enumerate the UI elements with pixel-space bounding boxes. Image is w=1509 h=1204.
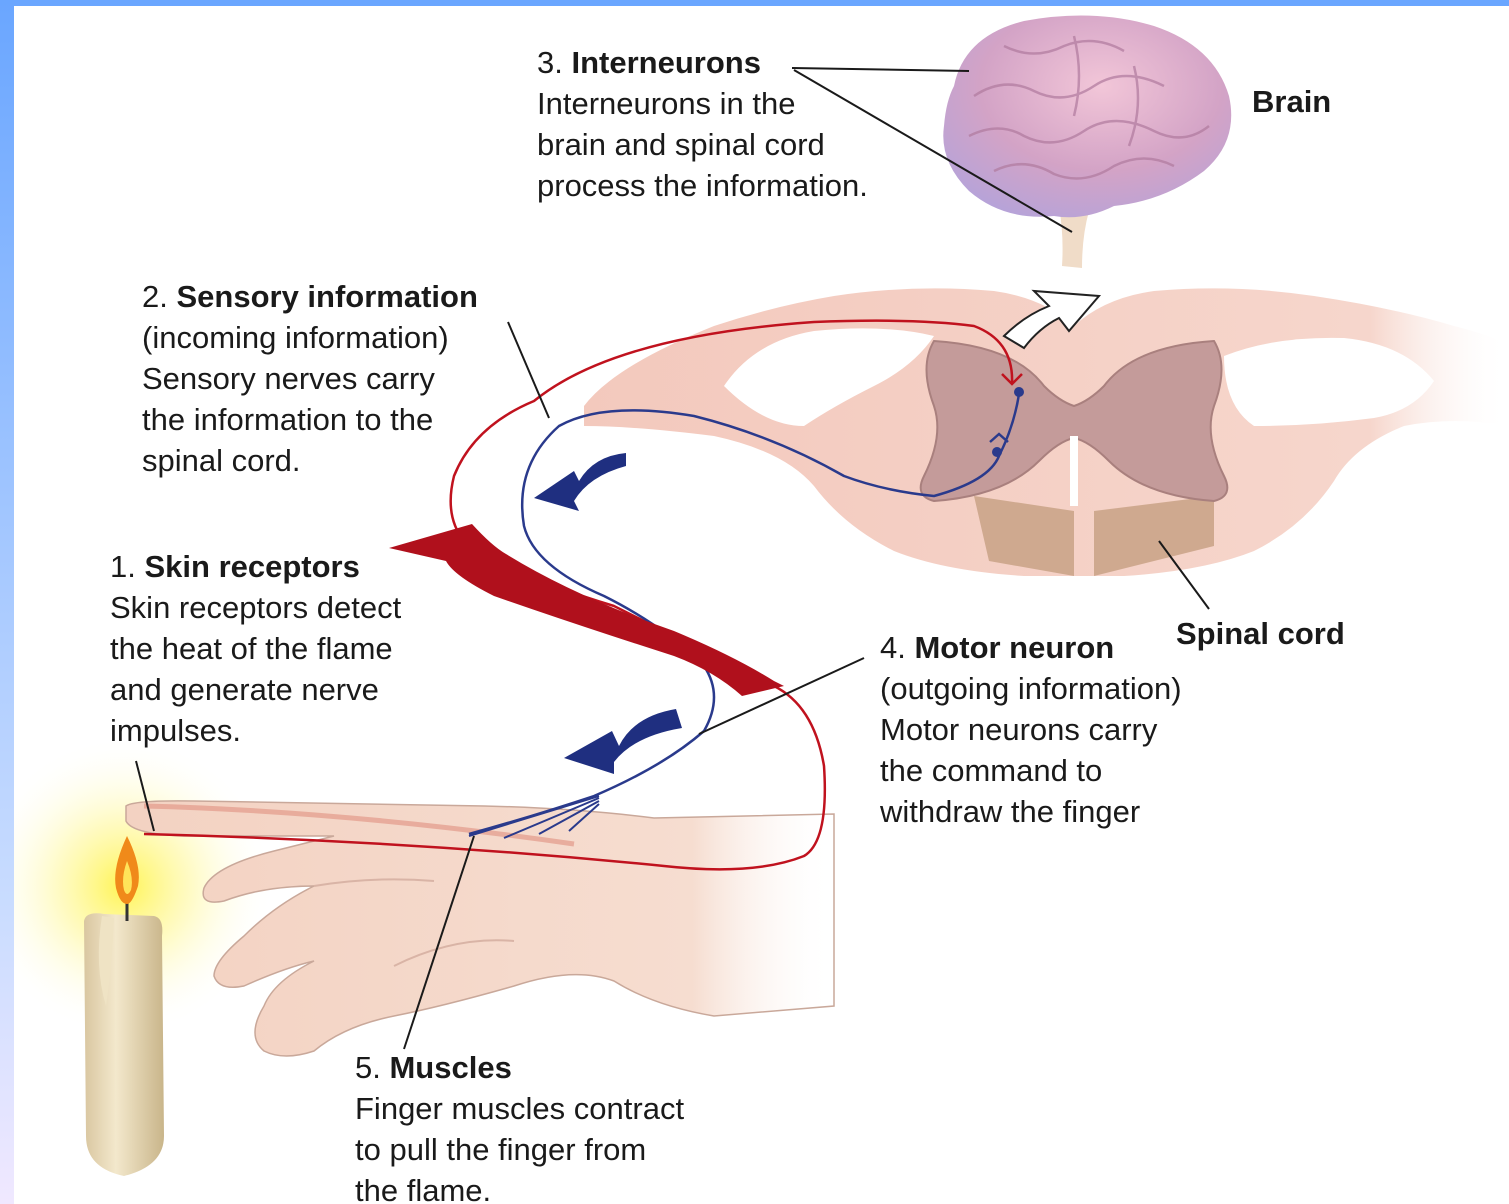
step-number: 2. — [142, 279, 168, 314]
step-title: Interneurons — [571, 45, 760, 80]
motor-arrow-lower — [564, 709, 682, 774]
motor-neuron-body — [992, 447, 1002, 457]
step-3-interneurons: 3. Interneurons Interneurons in the brai… — [537, 42, 868, 206]
step-4-motor-neuron: 4. Motor neuron (outgoing information) M… — [880, 627, 1182, 832]
step-2-sensory-information: 2. Sensory information (incoming informa… — [142, 276, 478, 481]
step-number: 4. — [880, 630, 906, 665]
step-body: (outgoing information) Motor neurons car… — [880, 668, 1182, 832]
step-5-muscles: 5. Muscles Finger muscles contract to pu… — [355, 1047, 684, 1204]
step-1-skin-receptors: 1. Skin receptors Skin receptors detect … — [110, 546, 401, 751]
candle — [84, 913, 164, 1176]
step-number: 3. — [537, 45, 563, 80]
step-title: Sensory information — [176, 279, 477, 314]
step-body: Interneurons in the brain and spinal cor… — [537, 83, 868, 206]
step-body: Finger muscles contract to pull the fing… — [355, 1088, 684, 1204]
brain — [943, 16, 1231, 218]
step-title: Motor neuron — [914, 630, 1114, 665]
spinal-cord-label: Spinal cord — [1176, 616, 1345, 652]
step-title: Skin receptors — [144, 549, 359, 584]
sensory-arrow — [389, 524, 784, 696]
step-body: (incoming information) Sensory nerves ca… — [142, 317, 478, 481]
step-number: 1. — [110, 549, 136, 584]
step-number: 5. — [355, 1050, 381, 1085]
step-title: Muscles — [389, 1050, 511, 1085]
step-body: Skin receptors detect the heat of the fl… — [110, 587, 401, 751]
reflex-arc-diagram: Brain Spinal cord 1. Skin receptors Skin… — [14, 6, 1509, 1204]
motor-arrow-upper — [534, 453, 626, 511]
interneuron-body — [1014, 387, 1024, 397]
brain-label: Brain — [1252, 84, 1331, 120]
